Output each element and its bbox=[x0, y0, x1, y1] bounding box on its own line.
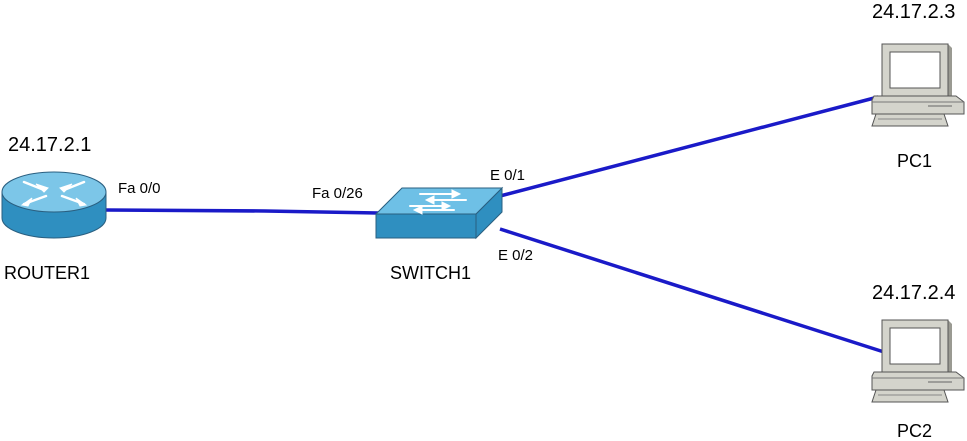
switch-icon bbox=[374, 186, 504, 240]
switch1-port-fa026: Fa 0/26 bbox=[312, 185, 363, 202]
pc2-label: PC2 bbox=[897, 421, 933, 441]
link-switch1-pc1 bbox=[499, 95, 879, 198]
computer-icon bbox=[871, 43, 965, 127]
router-icon bbox=[1, 171, 107, 239]
pc1-ip: 24.17.2.3 bbox=[872, 1, 956, 23]
switch1-port-e01: E 0/1 bbox=[490, 167, 526, 184]
router1-label: ROUTER1 bbox=[4, 263, 91, 283]
switch1-label: SWITCH1 bbox=[390, 263, 471, 283]
link-switch1-pc2 bbox=[499, 227, 885, 354]
pc1-label: PC1 bbox=[897, 151, 933, 171]
computer-icon bbox=[871, 319, 965, 403]
switch1-port-e02: E 0/2 bbox=[498, 247, 534, 264]
router1-ip: 24.17.2.1 bbox=[8, 134, 92, 156]
link-router1-switch1 bbox=[104, 208, 379, 215]
router1-port-label: Fa 0/0 bbox=[118, 180, 161, 197]
pc2-ip: 24.17.2.4 bbox=[872, 282, 956, 304]
